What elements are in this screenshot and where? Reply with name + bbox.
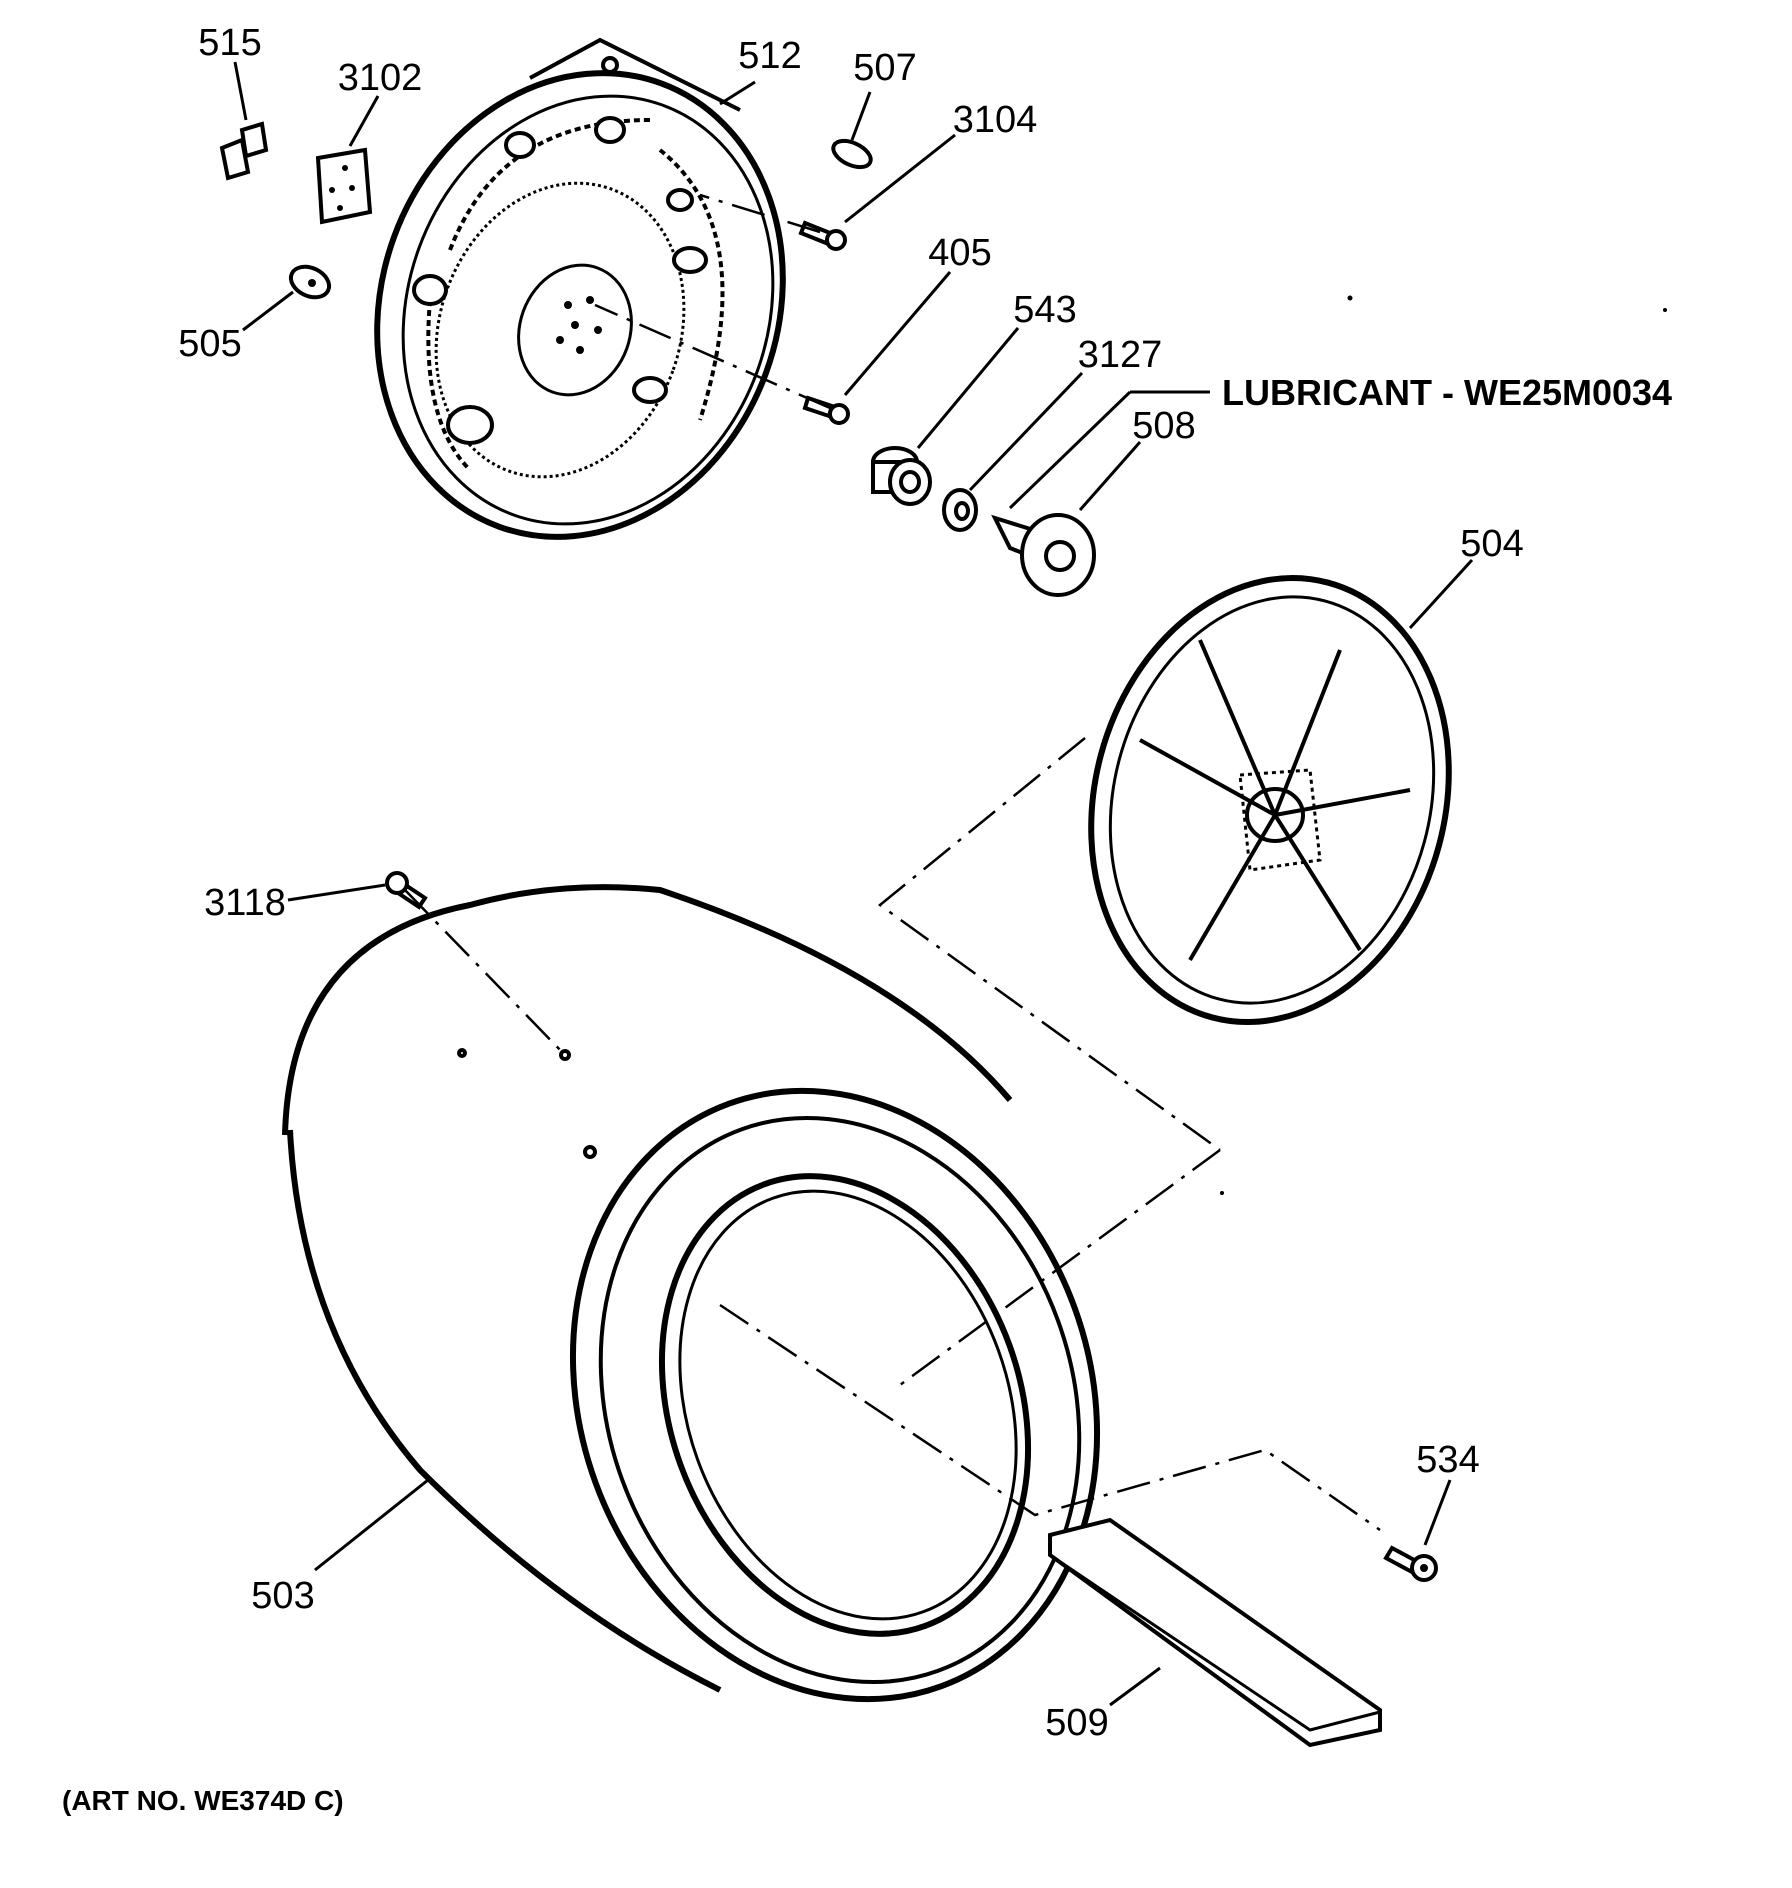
leader-lubricant-diag [1008, 390, 1132, 510]
bearing-543 [871, 446, 932, 506]
baffle-509 [1048, 1517, 1382, 1748]
leader-509 [1109, 1666, 1161, 1707]
drum-503 [282, 884, 1101, 1703]
bracket-515 [219, 121, 269, 181]
callout-3118: 3118 [204, 882, 286, 924]
leader-508 [1078, 441, 1142, 511]
callout-507: 507 [853, 47, 916, 89]
shaft-508 [991, 513, 1096, 597]
callout-534: 534 [1416, 1439, 1479, 1481]
callout-512: 512 [738, 35, 801, 77]
leader-505 [242, 290, 294, 332]
leader-503 [314, 1478, 429, 1572]
leader-3102 [348, 95, 380, 147]
callout-503: 503 [251, 1575, 314, 1617]
art-number: (ART NO. WE374D C) [62, 1785, 344, 1816]
rear-bulkhead-512 [374, 37, 786, 540]
leader-543 [916, 327, 1020, 449]
leader-507 [850, 91, 872, 141]
callout-numbers: 515 3102 512 507 3104 505 405 543 3127 5… [178, 22, 1523, 1744]
assembly-lines [404, 193, 1381, 1532]
callout-504: 504 [1460, 523, 1523, 565]
lubricant-note: LUBRICANT - WE25M0034 [1222, 372, 1672, 413]
callout-3104: 3104 [953, 99, 1038, 141]
leader-504 [1408, 558, 1474, 630]
leader-515 [233, 61, 248, 121]
leader-3104 [844, 133, 956, 224]
thermostat-507 [831, 138, 873, 170]
screw-405 [802, 395, 850, 425]
callout-405: 405 [928, 232, 991, 274]
drum-rear-504 [1088, 574, 1452, 1026]
thermostat-505 [288, 264, 332, 300]
callout-3127: 3127 [1078, 334, 1163, 376]
callout-515: 515 [198, 22, 261, 64]
callout-505: 505 [178, 323, 241, 365]
mounting-plate-3102 [315, 147, 373, 225]
leader-405 [843, 271, 952, 396]
washer-3127 [942, 488, 978, 532]
leader-lines [233, 61, 1474, 1707]
screw-534 [1383, 1545, 1438, 1582]
callout-508: 508 [1132, 405, 1195, 447]
callout-3102: 3102 [338, 57, 423, 99]
leader-3127 [968, 371, 1084, 492]
callout-509: 509 [1045, 1702, 1108, 1744]
leader-534 [1423, 1479, 1452, 1546]
leader-512 [719, 80, 756, 106]
leader-3118 [287, 883, 386, 902]
callout-543: 543 [1013, 289, 1076, 331]
